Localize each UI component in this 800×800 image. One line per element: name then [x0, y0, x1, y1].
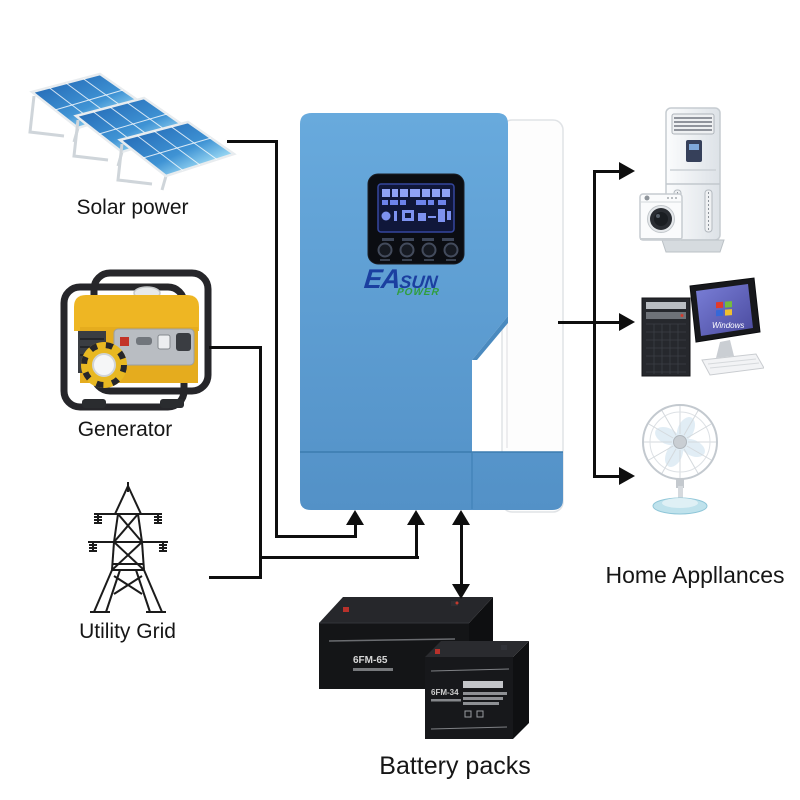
- battery-small: 6FM-34: [425, 641, 529, 739]
- washing-machine-icon: [639, 193, 683, 241]
- generator-icon: [60, 269, 212, 411]
- logo-text-power: POWER: [396, 287, 441, 298]
- wire-output-bottom-h: [595, 475, 621, 478]
- inverter-buttons: [377, 242, 459, 258]
- inverter-front-panel: [300, 113, 563, 510]
- wire-solar-h2: [275, 535, 357, 538]
- wire-solar-h1: [227, 140, 278, 143]
- wire-output-h: [558, 321, 621, 324]
- battery-small-model: 6FM-34: [431, 688, 459, 697]
- windows-screen-text: Windows: [712, 321, 744, 330]
- arrow-solar-to-inverter: [346, 510, 364, 525]
- computer-keyboard: [701, 353, 764, 376]
- arrow-battery-down: [452, 584, 470, 599]
- solar-label: Solar power: [76, 196, 189, 219]
- wire-output-v: [593, 170, 596, 478]
- desktop-computer-icon: Windows: [641, 277, 764, 377]
- battery-large-model: 6FM-65: [353, 655, 388, 666]
- table-fan-icon: [642, 404, 718, 515]
- solar-panels-icon: [28, 72, 237, 191]
- easun-brand-logo: EASUN POWER: [362, 264, 442, 298]
- battery-packs-icon: 6FM-65 6FM-34: [319, 597, 529, 739]
- wire-output-top-h: [595, 170, 621, 173]
- wire-generator-v: [259, 346, 262, 579]
- arrow-ac-input-to-inverter: [407, 510, 425, 525]
- wire-solar-stub: [354, 521, 357, 537]
- wire-utility-h: [209, 576, 262, 579]
- home-appliances-label: Home Appllances: [605, 562, 785, 588]
- wire-solar-v: [275, 140, 278, 538]
- inverter-body: [300, 113, 564, 513]
- generator-label: Generator: [77, 418, 173, 441]
- wire-generator-h: [209, 346, 262, 349]
- generator-canopy: [74, 295, 199, 331]
- arrow-to-air-conditioner: [619, 162, 635, 180]
- wire-ac-input-h: [259, 556, 419, 559]
- solar-panel-3: [116, 120, 237, 191]
- utility-grid-tower-icon: [88, 482, 168, 613]
- arrow-to-fan: [619, 467, 635, 485]
- arrow-to-computer: [619, 313, 635, 331]
- wire-battery-v: [460, 523, 463, 586]
- arrow-battery-up: [452, 510, 470, 525]
- computer-tower: [641, 297, 691, 377]
- wire-ac-input-stub: [415, 523, 418, 558]
- inverter-unit: EASUN POWER: [298, 110, 566, 515]
- logo-text-ea: EA: [362, 264, 402, 294]
- battery-packs-label: Battery packs: [379, 752, 531, 780]
- utility-grid-label: Utility Grid: [79, 620, 176, 643]
